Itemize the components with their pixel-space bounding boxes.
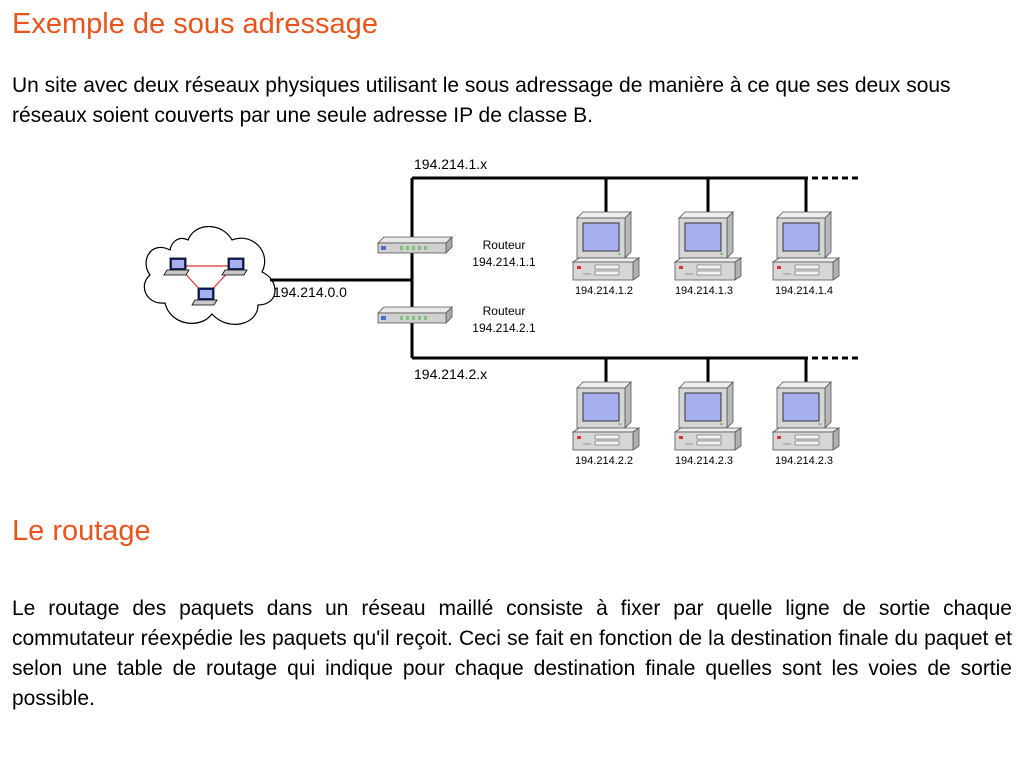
router1-ip: 194.214.1.1 bbox=[472, 255, 536, 269]
computer-icon bbox=[674, 381, 742, 451]
subnet1-label: 194.214.1.x bbox=[414, 156, 487, 172]
network-links bbox=[270, 176, 808, 388]
router-icon bbox=[377, 236, 453, 254]
computer-icon bbox=[572, 211, 640, 281]
network-continuation bbox=[812, 176, 858, 360]
host-ip-label: 194.214.2.3 bbox=[775, 455, 833, 467]
internet-cloud bbox=[143, 226, 276, 325]
intro-paragraph: Un site avec deux réseaux physiques util… bbox=[12, 74, 951, 127]
cloud-network-label: 194.214.0.0 bbox=[273, 284, 347, 300]
router2-name: Routeur bbox=[483, 304, 526, 318]
computer-icon bbox=[772, 381, 840, 451]
router-icon bbox=[377, 306, 453, 324]
section-title-subaddressing: Exemple de sous adressage bbox=[12, 8, 378, 40]
router1-name: Routeur bbox=[483, 238, 526, 252]
computer-icon bbox=[572, 381, 640, 451]
host-ip-label: 194.214.1.3 bbox=[675, 285, 733, 297]
router2-ip: 194.214.2.1 bbox=[472, 321, 536, 335]
section-title-routing: Le routage bbox=[12, 515, 151, 547]
host-ip-label: 194.214.1.2 bbox=[575, 285, 633, 297]
subnet2-label: 194.214.2.x bbox=[414, 366, 487, 382]
routing-paragraph: Le routage des paquets dans un réseau ma… bbox=[12, 597, 1012, 710]
host-ip-label: 194.214.2.2 bbox=[575, 455, 633, 467]
host-ip-label: 194.214.2.3 bbox=[675, 455, 733, 467]
computer-icon bbox=[772, 211, 840, 281]
computer-icon bbox=[674, 211, 742, 281]
host-ip-label: 194.214.1.4 bbox=[775, 285, 833, 297]
